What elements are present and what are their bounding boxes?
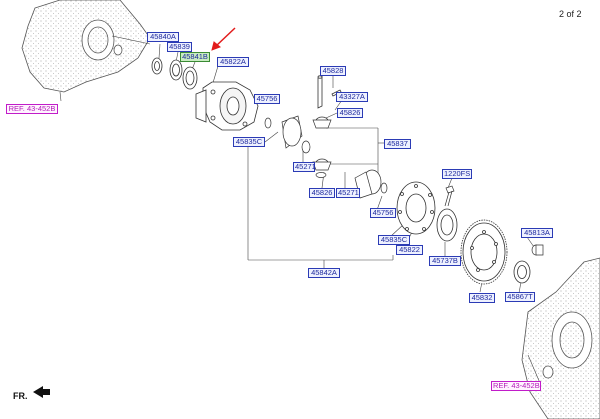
front-direction-label: FR.	[13, 391, 28, 401]
part-label-45756[interactable]: 45756	[370, 208, 396, 218]
part-label-45837[interactable]: 45837	[384, 139, 411, 149]
front-direction-arrow	[33, 386, 50, 398]
drive-plug	[531, 244, 544, 256]
ref-label-top[interactable]: REF. 43-452B	[6, 104, 58, 114]
part-label-45835C[interactable]: 45835C	[233, 137, 265, 147]
part-label-45841B[interactable]: 45841B	[180, 52, 210, 62]
ring-gear-flange	[396, 181, 436, 235]
pinion-shaft	[317, 75, 342, 109]
part-label-45271[interactable]: 45271	[336, 188, 360, 198]
part-label-45867T[interactable]: 45867T	[505, 292, 535, 302]
ref-label-bottom[interactable]: REF. 43-452B	[491, 381, 541, 391]
part-label-45737B[interactable]: 45737B	[429, 256, 461, 266]
part-label-45842A[interactable]: 45842A	[308, 268, 340, 278]
part-label-45826[interactable]: 45826	[337, 108, 363, 118]
bolt	[444, 185, 455, 207]
final-drive-gear	[460, 219, 508, 285]
part-label-45822[interactable]: 45822	[396, 245, 423, 255]
leader-lines	[59, 35, 541, 384]
transmission-case-bottom	[521, 257, 600, 419]
part-label-45822A[interactable]: 45822A	[217, 57, 249, 67]
part-label-45826[interactable]: 45826	[309, 188, 335, 198]
part-label-45835C[interactable]: 45835C	[378, 235, 410, 245]
seal-right	[513, 260, 531, 284]
part-label-45756[interactable]: 45756	[254, 94, 280, 104]
part-label-1220FS[interactable]: 1220FS	[442, 169, 472, 179]
part-label-45839[interactable]: 45839	[167, 42, 192, 52]
page-indicator: 2 of 2	[559, 9, 582, 19]
part-label-45271[interactable]: 45271	[293, 162, 316, 172]
part-label-45813A[interactable]: 45813A	[521, 228, 553, 238]
side-gears	[264, 115, 388, 199]
pinion-gears	[312, 116, 332, 178]
transmission-case-top	[21, 0, 151, 93]
part-label-43327A[interactable]: 43327A	[336, 92, 368, 102]
bearing-right	[436, 208, 458, 242]
part-label-45832[interactable]: 45832	[469, 293, 495, 303]
seal-and-bearing	[151, 57, 198, 90]
pointer-arrow	[211, 27, 236, 51]
part-label-45828[interactable]: 45828	[320, 66, 346, 76]
differential-case	[195, 81, 259, 131]
part-label-45840A[interactable]: 45840A	[147, 32, 179, 42]
